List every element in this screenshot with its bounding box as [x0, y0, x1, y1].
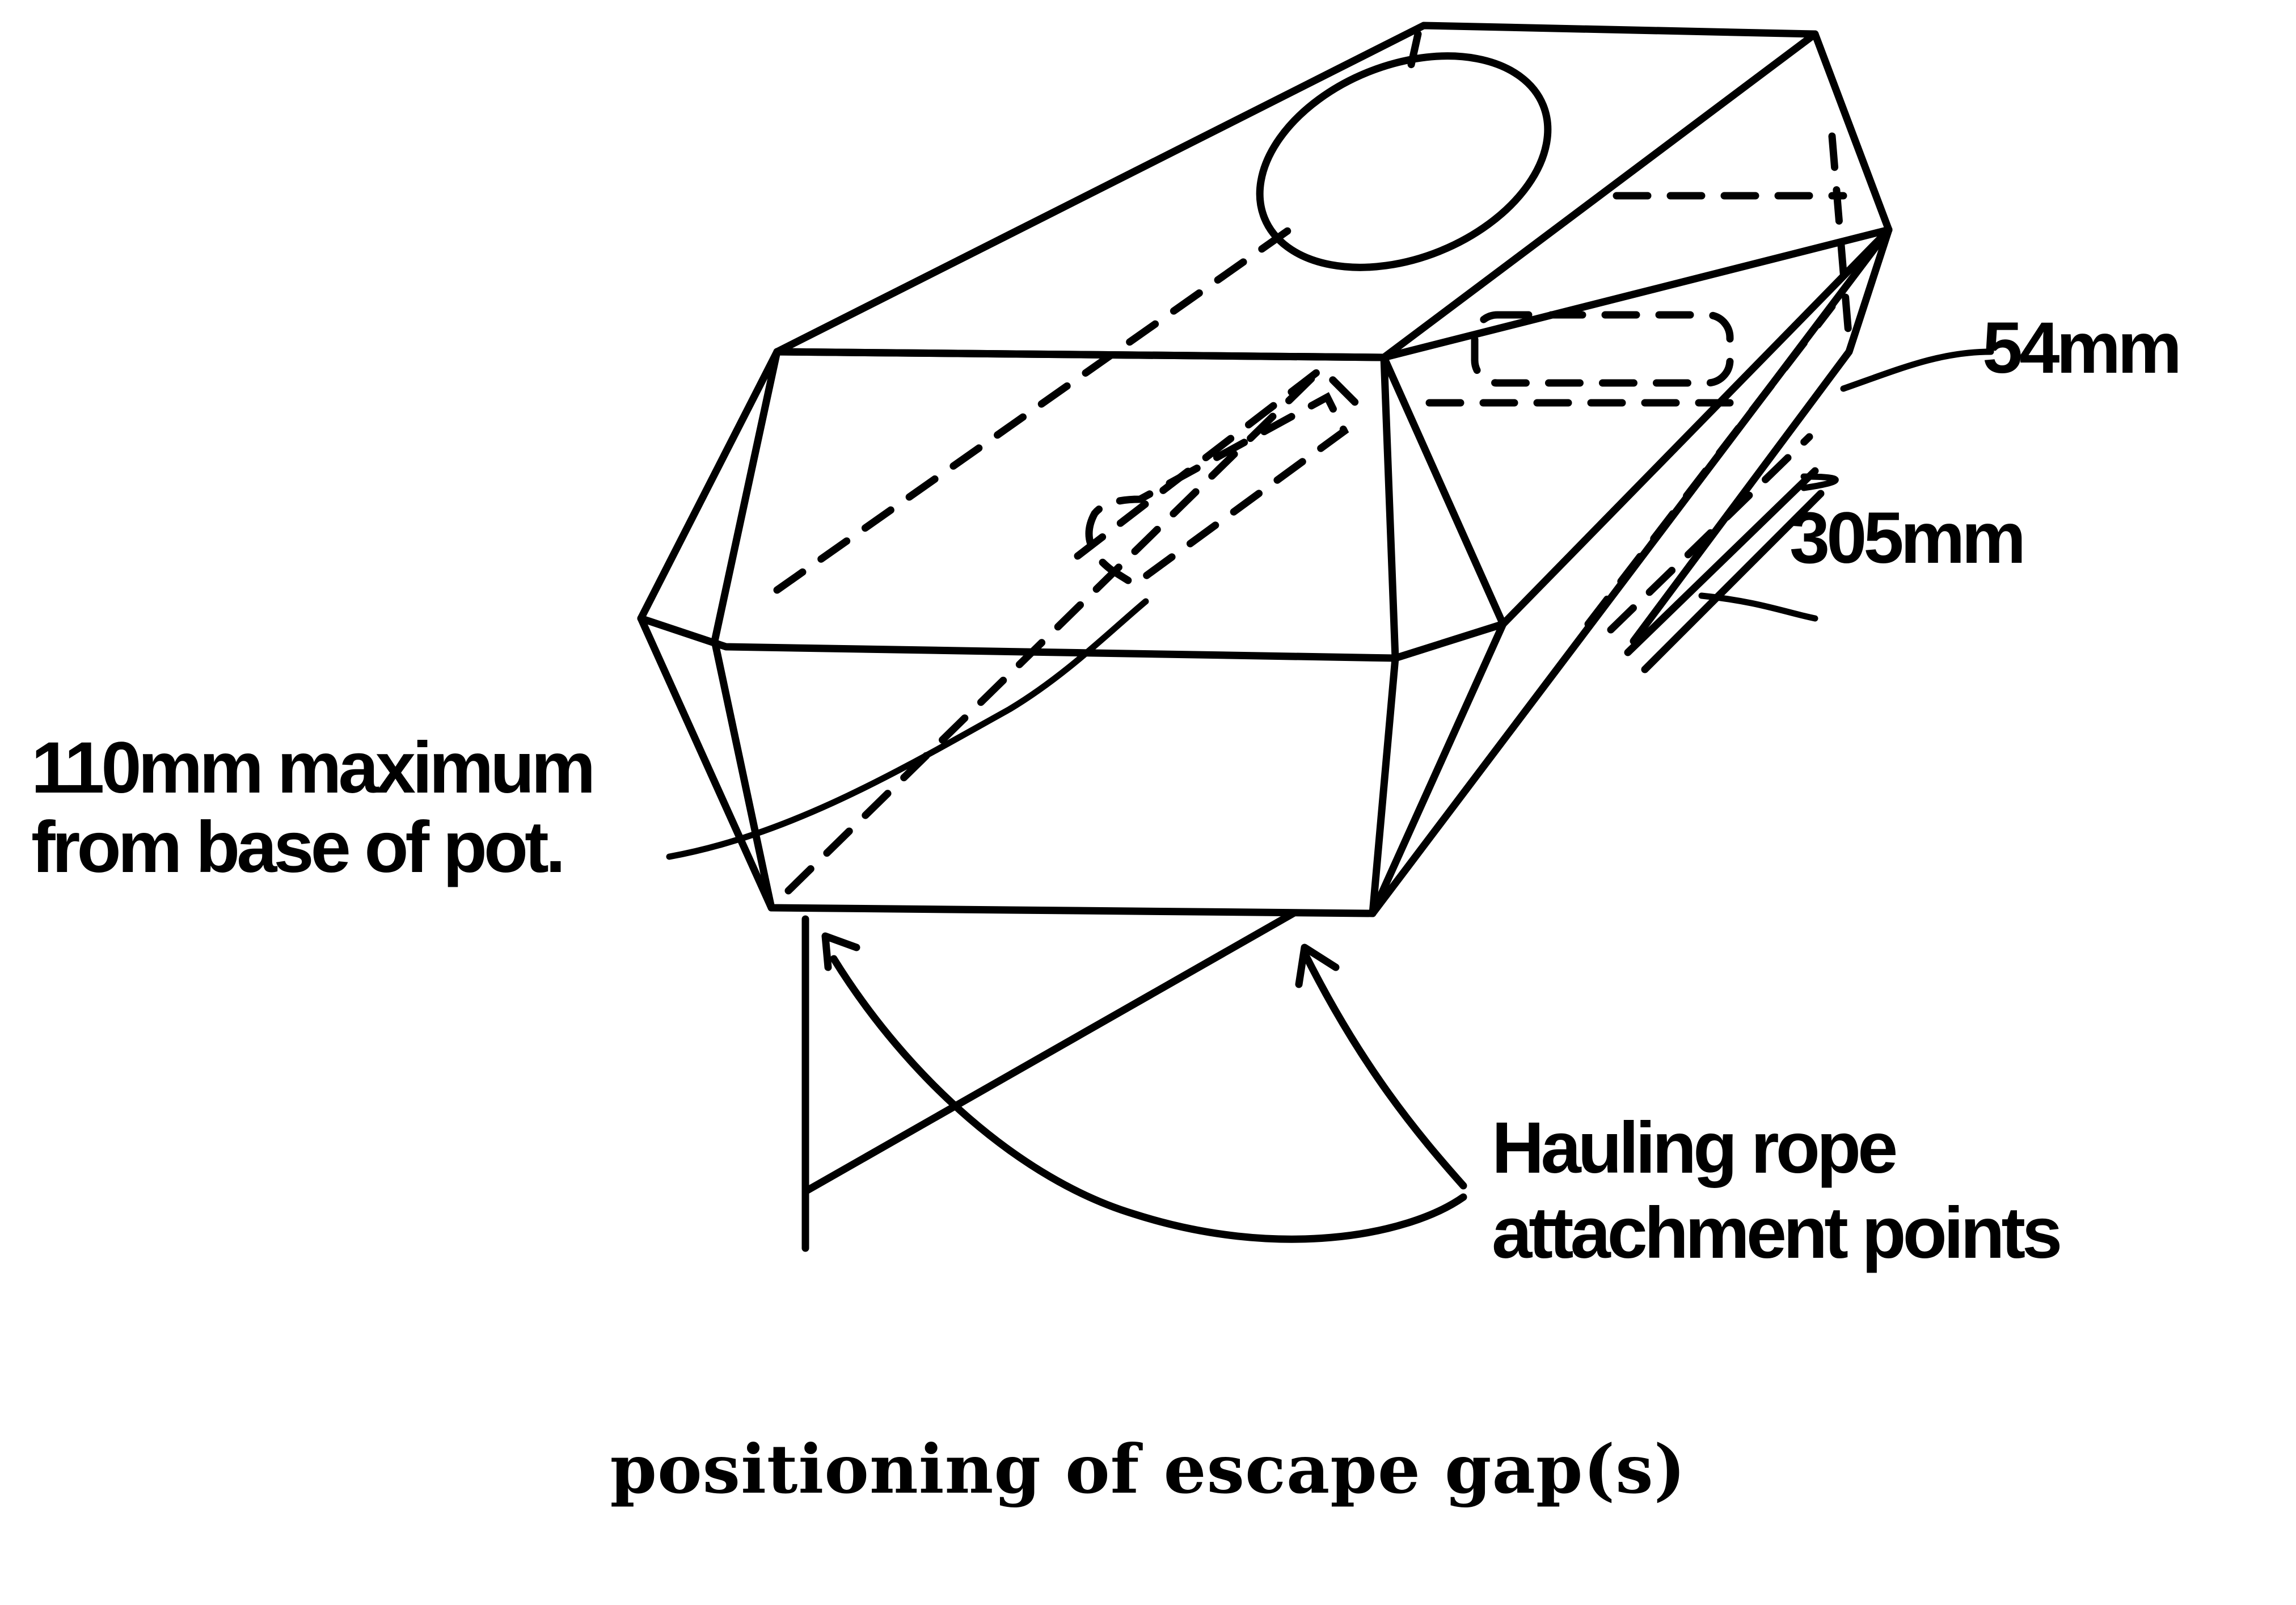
arrow-right-attachment	[1295, 943, 1340, 988]
label-attachment-points: attachment points	[1492, 1193, 2062, 1274]
label-54mm: 54mm	[1982, 307, 2182, 389]
leader-305mm	[1698, 473, 1839, 622]
leader-54mm	[1840, 348, 1994, 392]
diagram-caption: positioning of escape gap(s)	[610, 1430, 1686, 1509]
escape-gap-front	[1085, 392, 1349, 589]
escape-gap-side	[1471, 311, 1734, 387]
pot-top-face	[773, 22, 1819, 361]
entrance-ring	[1256, 52, 1552, 271]
arrow-left-attachment	[821, 932, 860, 971]
hidden-edges	[773, 30, 1853, 895]
label-hauling-rope: Hauling rope	[1492, 1107, 1898, 1189]
hauling-rope	[801, 909, 1467, 1252]
label-110mm-maximum: 110mm maximum	[31, 727, 596, 808]
escape-gap-strip	[1607, 433, 1825, 673]
label-from-base-of-pot: from base of pot.	[31, 807, 565, 888]
leader-110mm	[666, 598, 1149, 860]
label-305mm: 305mm	[1789, 498, 2026, 579]
